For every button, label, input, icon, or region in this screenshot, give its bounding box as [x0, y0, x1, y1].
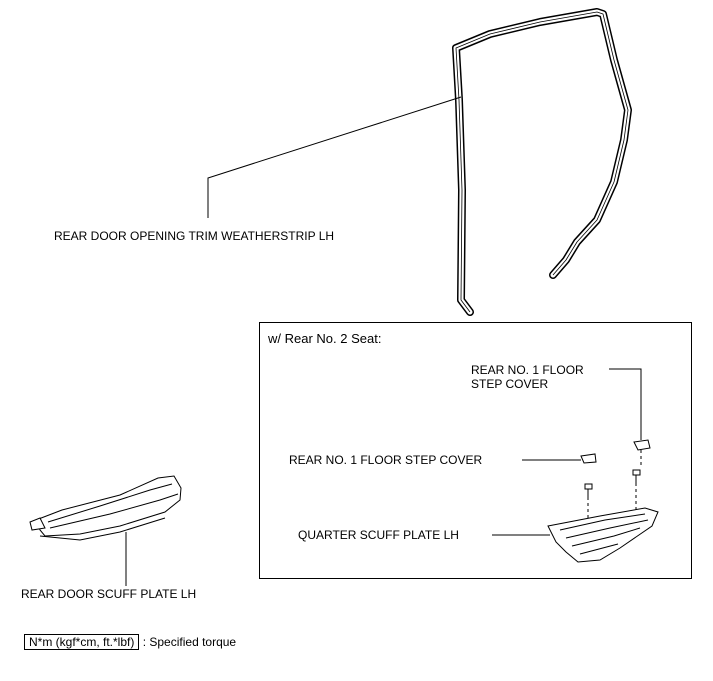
quarter-scuff-plate-part — [547, 507, 659, 563]
door-scuff-label: REAR DOOR SCUFF PLATE LH — [21, 587, 197, 601]
torque-legend: N*m (kgf*cm, ft.*lbf) : Specified torque — [24, 634, 236, 650]
bolts — [584, 469, 641, 497]
inset-title: w/ Rear No. 2 Seat: — [268, 331, 382, 346]
floor-step-cover-label-b: REAR NO. 1 FLOOR STEP COVER — [289, 453, 483, 467]
rear-seat-inset: w/ Rear No. 2 Seat: — [259, 322, 692, 579]
floor-step-cover-a-part — [633, 439, 651, 451]
floor-step-cover-label-a: REAR NO. 1 FLOOR STEP COVER — [471, 363, 611, 391]
door-scuff-plate-part — [29, 475, 182, 541]
torque-legend-desc: : Specified torque — [142, 635, 237, 649]
quarter-scuff-label: QUARTER SCUFF PLATE LH — [298, 528, 459, 542]
weatherstrip-label: REAR DOOR OPENING TRIM WEATHERSTRIP LH — [54, 229, 335, 243]
weatherstrip-part — [452, 8, 632, 316]
torque-unit-box: N*m (kgf*cm, ft.*lbf) — [24, 634, 140, 650]
inset-leaders — [492, 368, 642, 536]
floor-step-cover-label-a-text: REAR NO. 1 FLOOR STEP COVER — [471, 363, 584, 391]
floor-step-cover-b-part — [580, 453, 597, 464]
weatherstrip-leader — [207, 96, 462, 218]
